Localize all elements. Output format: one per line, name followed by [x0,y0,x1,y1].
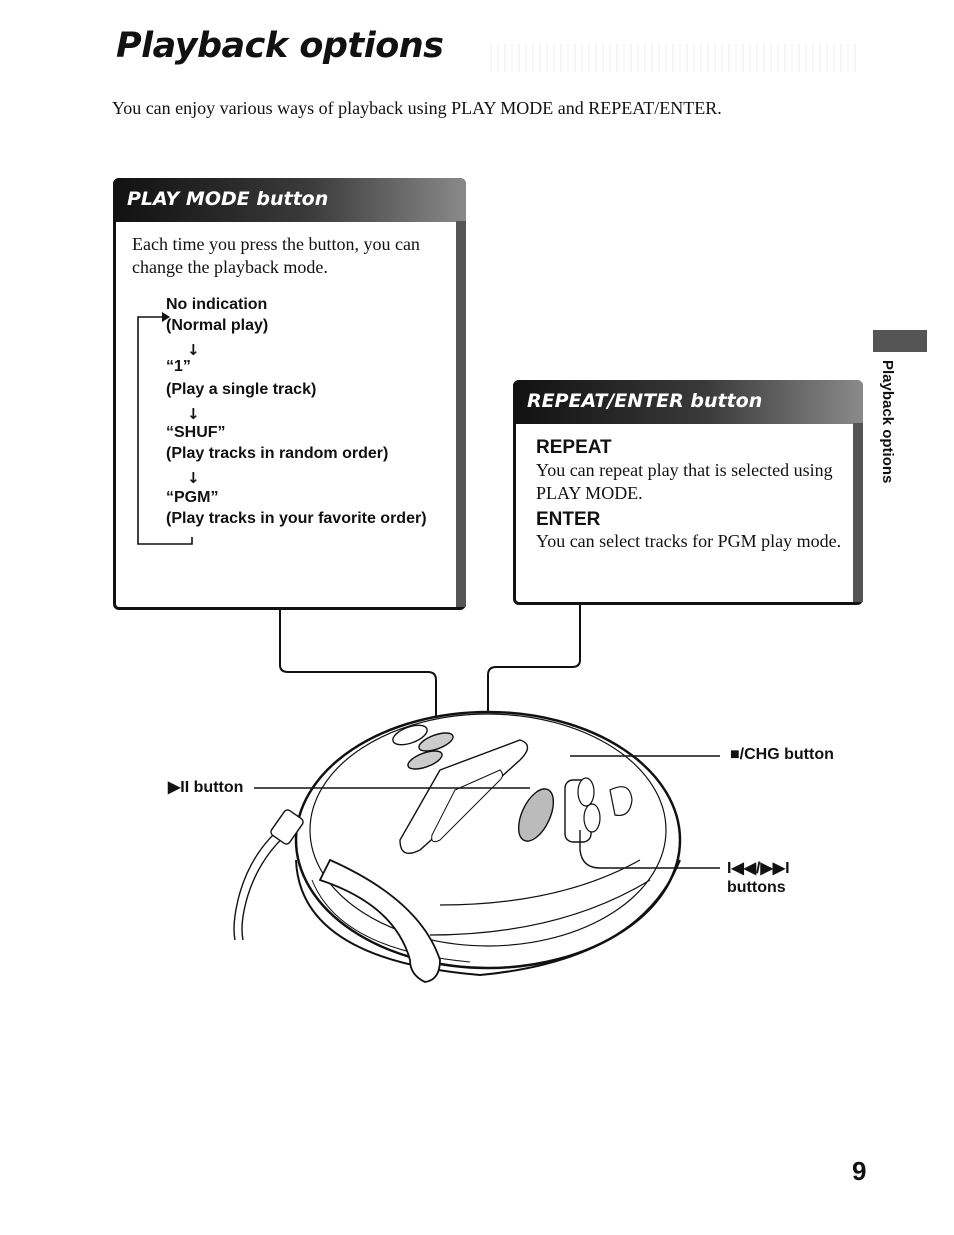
repeat-box-edge [853,423,863,602]
title-decoration [490,44,860,72]
enter-title: ENTER [536,509,601,530]
repeat-title: REPEAT [536,437,612,458]
mode-pgm-sub: (Play tracks in your favorite order) [166,510,427,527]
repeat-enter-header: REPEAT/ENTER button [513,380,863,424]
intro-text: You can enjoy various ways of playback u… [112,98,722,118]
repeat-text: You can repeat play that is selected usi… [536,460,833,503]
play-mode-heading: PLAY MODE button [127,188,329,210]
skip-buttons-callout-line2: buttons [727,879,786,896]
cycle-loop-arrow [137,312,193,545]
play-mode-box: PLAY MODE button Each time you press the… [113,178,466,610]
arrow-down-icon: ↓ [187,341,200,359]
mode-single-sub: (Play a single track) [166,381,317,398]
repeat-enter-heading: REPEAT/ENTER button [527,390,763,412]
skip-buttons-callout-line1: I◀◀/▶▶I [727,860,790,877]
mode-pgm-label: “PGM” [166,489,219,506]
play-mode-header: PLAY MODE button [113,178,466,222]
mode-shuf-label: “SHUF” [166,424,226,441]
stop-chg-callout: ■/CHG button [730,746,834,763]
section-side-label: Playback options [879,360,896,484]
play-pause-callout: ▶II button [168,779,244,796]
mode-normal-sub: (Normal play) [166,317,269,334]
mode-single-label: “1” [166,358,191,375]
page-title: Playback options [116,26,444,66]
arrow-down-icon: ↓ [187,405,200,423]
mode-shuf-sub: (Play tracks in random order) [166,445,389,462]
page-number: 9 [852,1156,867,1186]
enter-text: You can select tracks for PGM play mode. [536,531,842,551]
play-mode-box-edge [456,221,466,607]
arrow-down-icon: ↓ [187,469,200,487]
repeat-enter-box: REPEAT/ENTER button REPEAT You can repea… [513,380,863,605]
play-mode-description: Each time you press the button, you can … [132,234,420,277]
section-tab-marker [873,330,927,352]
mode-normal-label: No indication [166,296,268,313]
